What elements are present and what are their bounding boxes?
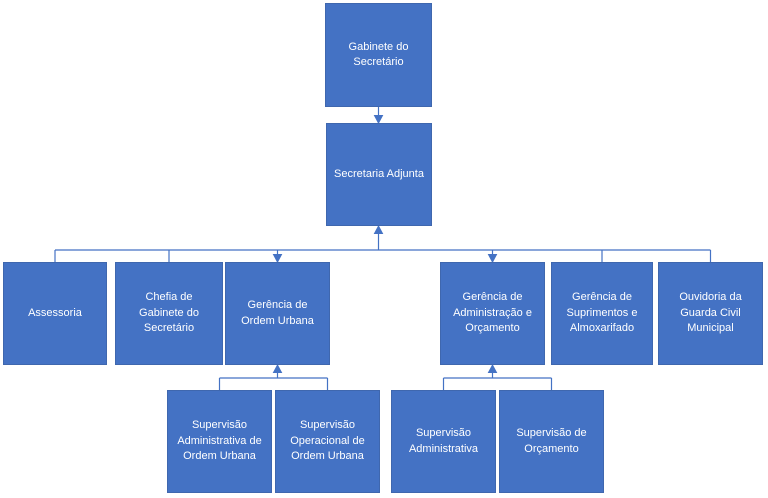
org-node-gerencia-de-suprimentos-e-almoxarifado: Gerência de Suprimentos e Almoxarifado	[551, 262, 653, 365]
arrowhead-up-gerencia-administracao-icon	[487, 363, 498, 373]
org-node-label: Supervisão Operacional de Ordem Urbana	[290, 419, 365, 463]
org-node-label: Supervisão Administrativa	[408, 427, 479, 455]
org-node-label: Supervisão de Orçamento	[516, 427, 587, 455]
org-node-label: Ouvidoria da Guarda Civil Municipal	[679, 291, 742, 335]
org-node-gabinete-do-secretario: Gabinete do Secretário	[325, 3, 432, 107]
org-node-gerencia-de-ordem-urbana: Gerência de Ordem Urbana	[225, 262, 330, 365]
org-node-label: Assessoria	[28, 306, 82, 319]
org-node-label: Gerência de Ordem Urbana	[241, 299, 314, 327]
org-node-gerencia-de-administracao-e-orcamento: Gerência de Administração e Orçamento	[440, 262, 545, 365]
org-node-label: Gerência de Suprimentos e Almoxarifado	[566, 291, 638, 335]
org-node-label: Gerência de Administração e Orçamento	[453, 291, 532, 335]
org-node-secretaria-adjunta: Secretaria Adjunta	[326, 123, 432, 226]
org-node-supervisao-operacional-de-ordem-urbana: Supervisão Operacional de Ordem Urbana	[275, 390, 380, 493]
org-node-ouvidoria-da-guarda-civil-municipal: Ouvidoria da Guarda Civil Municipal	[658, 262, 763, 365]
arrowhead-down-gerencia-ordem-urbana-icon	[272, 254, 283, 264]
org-node-supervisao-de-orcamento: Supervisão de Orçamento	[499, 390, 604, 493]
arrowhead-down-secretaria-icon	[373, 115, 384, 125]
org-node-assessoria: Assessoria	[3, 262, 107, 365]
org-node-supervisao-administrativa-de-ordem-urbana: Supervisão Administrativa de Ordem Urban…	[167, 390, 272, 493]
org-node-label: Supervisão Administrativa de Ordem Urban…	[177, 419, 262, 463]
org-node-label: Secretaria Adjunta	[334, 167, 424, 180]
arrowhead-up-secretaria-icon	[373, 224, 384, 234]
org-node-label: Chefia de Gabinete do Secretário	[139, 291, 199, 335]
org-node-chefia-de-gabinete: Chefia de Gabinete do Secretário	[115, 262, 223, 365]
arrowhead-down-gerencia-administracao-icon	[487, 254, 498, 264]
org-node-supervisao-administrativa: Supervisão Administrativa	[391, 390, 496, 493]
arrowhead-up-gerencia-ordem-urbana-icon	[272, 363, 283, 373]
org-node-label: Gabinete do Secretário	[348, 40, 409, 68]
